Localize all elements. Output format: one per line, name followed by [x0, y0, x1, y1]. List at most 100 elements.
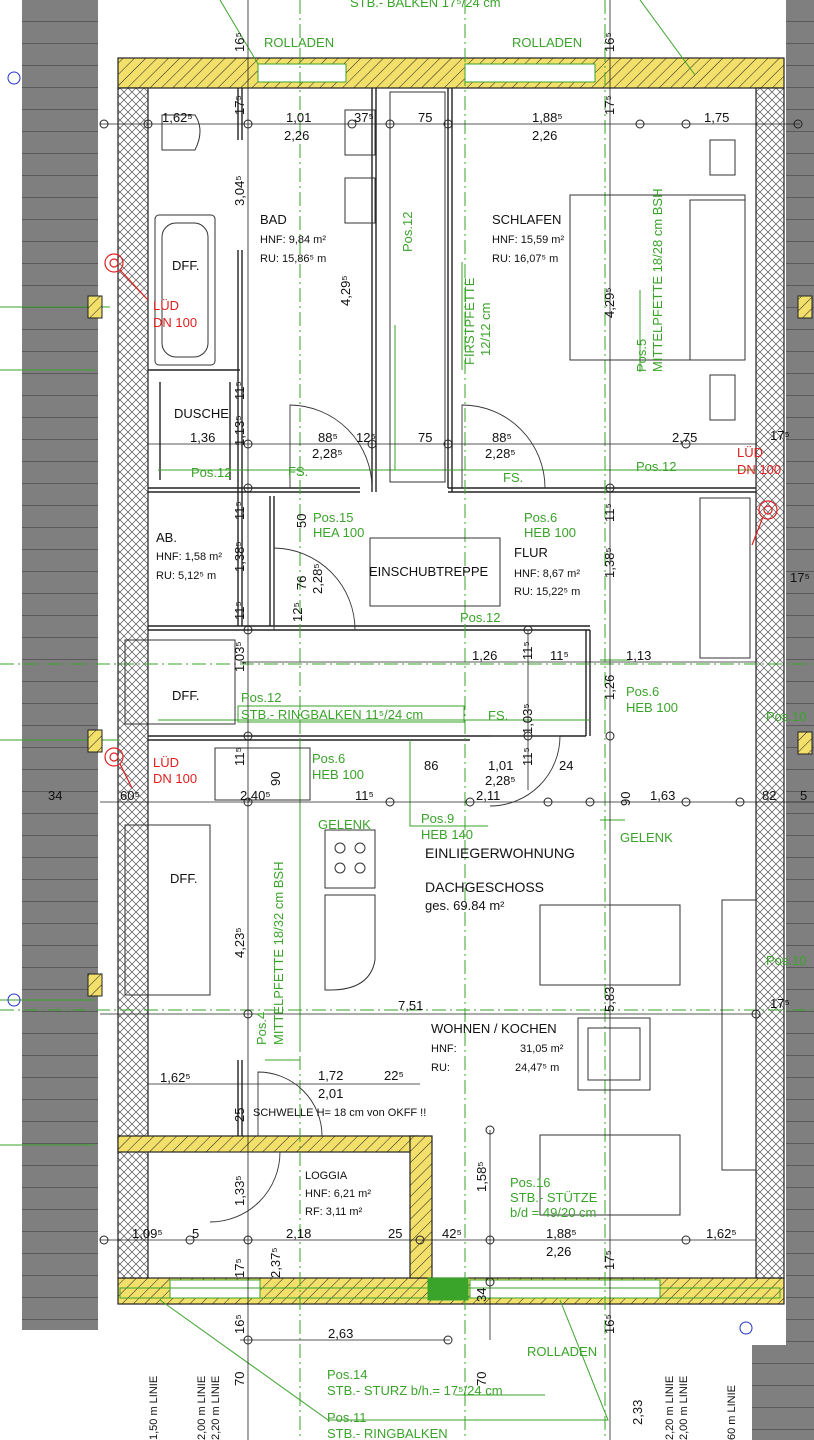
- pos12-label-4: Pos.12: [241, 690, 281, 705]
- dimension-lines: [100, 0, 814, 1440]
- attic-stair: [369, 537, 501, 607]
- room-einschubtreppe: EINSCHUBTREPPE: [369, 564, 489, 579]
- room-loggia-hnf: HNF: 6,21 m²: [305, 1188, 371, 1200]
- dimension-texts: 1,62⁵ 1,01 2,26 37⁵ 75 1,88⁵ 2,26 1,75 1…: [48, 110, 810, 1341]
- dim-v: 16⁵: [602, 32, 617, 52]
- room-wohnen-ru: 24,47⁵ m: [515, 1062, 559, 1074]
- dim: 5: [192, 1226, 199, 1241]
- note-dff-3: DFF.: [170, 871, 197, 886]
- dim-v: 1,03⁵: [232, 641, 247, 672]
- dim-v: 11⁵: [232, 601, 247, 620]
- dim-v: 2,33: [630, 1400, 645, 1425]
- vent-dn-1: DN 100: [153, 315, 197, 330]
- dim: 2,11: [476, 788, 500, 803]
- dim: 1,01: [286, 110, 311, 125]
- title-unit: EINLIEGERWOHNUNG: [425, 845, 575, 861]
- dim: 60⁵: [120, 788, 140, 803]
- dim: 1,62⁵: [706, 1226, 737, 1241]
- dim-v: 11⁵: [520, 641, 535, 660]
- dim-v: 11⁵: [520, 747, 535, 766]
- line-label-220b: 2,20 m LINIE: [664, 1376, 676, 1440]
- room-ab-name: AB.: [156, 530, 177, 545]
- windows: [169, 63, 661, 1301]
- vent-lud-2: LÜD: [737, 445, 763, 460]
- doors: [209, 404, 561, 1223]
- dim-v: 16⁵: [602, 1314, 617, 1334]
- dim: 42⁵: [442, 1226, 462, 1241]
- dim: 11⁵: [550, 648, 569, 663]
- room-ab-ru: RU: 5,12⁵ m: [156, 570, 216, 582]
- stuetze-label: STB.- STÜTZE: [510, 1190, 598, 1205]
- pos4-label: Pos.4: [254, 1012, 269, 1045]
- dim: 37⁵: [354, 110, 374, 125]
- dim-v: 1,38⁵: [602, 547, 617, 578]
- dim-v: 90: [618, 792, 633, 806]
- pos6-label-1: Pos.6: [524, 510, 557, 525]
- roof-left: [22, 0, 98, 1330]
- dim: 1,09⁵: [132, 1226, 163, 1241]
- pos11-label: Pos.11: [327, 1410, 367, 1425]
- dim-v: 16⁵: [232, 32, 247, 52]
- dim: 7,51: [398, 998, 423, 1013]
- heb100-label-3: HEB 100: [312, 767, 364, 782]
- dim: 1,75: [704, 110, 729, 125]
- room-dusche-name: DUSCHE: [174, 406, 229, 421]
- interior-walls: [148, 88, 756, 1136]
- chimney-boxes: [87, 295, 813, 997]
- dim: 82: [762, 788, 776, 803]
- room-bad-name: BAD: [260, 212, 287, 227]
- dim: 17⁵: [790, 570, 810, 585]
- dim: 2,28⁵: [485, 446, 516, 461]
- dim: 2,28⁵: [312, 446, 343, 461]
- dim-v: 2,37⁵: [268, 1247, 283, 1278]
- dim-v: 17⁵: [602, 95, 617, 115]
- dim: 2,26: [532, 128, 557, 143]
- room-schlafen-hnf: HNF: 15,59 m²: [492, 234, 564, 246]
- fixtures: [124, 91, 757, 1216]
- room-bad-hnf: HNF: 9,84 m²: [260, 234, 326, 246]
- mittelpfette1-label: MITTELPFETTE 18/28 cm BSH: [650, 189, 665, 373]
- stuetze-dim-label: b/d = 49/20 cm: [510, 1205, 596, 1220]
- dim-v: 4,29⁵: [338, 275, 353, 306]
- room-flur-hnf: HNF: 8,67 m²: [514, 568, 580, 580]
- pos16-label: Pos.16: [510, 1175, 550, 1190]
- dim: 2,28⁵: [485, 773, 516, 788]
- dim: 2,18: [286, 1226, 311, 1241]
- dimension-texts-vertical: 16⁵ 16⁵ 17⁵ 17⁵ 3,04⁵ 4,29⁵ 4,29⁵ 11⁵ 1,…: [232, 32, 645, 1425]
- vent-lud-1: LÜD: [153, 298, 179, 313]
- dim-v: 17⁵: [232, 95, 247, 115]
- dim: 1,62⁵: [162, 110, 193, 125]
- pos6-label-2: Pos.6: [626, 684, 659, 699]
- note-fs-3: FS.: [488, 708, 508, 723]
- dim: 2,26: [284, 128, 309, 143]
- dim-v: 11⁵: [232, 747, 247, 766]
- dim: 5: [800, 788, 807, 803]
- dim: 1,63: [650, 788, 675, 803]
- dim-v: 70: [232, 1372, 247, 1386]
- gelenk-label-1: GELENK: [318, 817, 371, 832]
- room-schlafen-ru: RU: 16,07⁵ m: [492, 253, 558, 265]
- dim: 12⁵: [356, 430, 376, 445]
- dim: 1,88⁵: [532, 110, 563, 125]
- rolladen-bottom-label: ROLLADEN: [527, 1344, 597, 1359]
- dim-v: 1,58⁵: [474, 1161, 489, 1192]
- dim-v: 5,83: [602, 987, 617, 1012]
- line-label-220a: 2,20 m LINIE: [210, 1376, 222, 1440]
- dim: 22⁵: [384, 1068, 404, 1083]
- dim-v: 17⁵: [232, 1258, 247, 1278]
- dimension-ticks: [99, 119, 803, 1345]
- outer-walls: [117, 57, 785, 1305]
- room-ab-hnf: HNF: 1,58 m²: [156, 551, 222, 563]
- structure-lines: [0, 0, 781, 1421]
- dim-v: 1,26: [602, 675, 617, 700]
- vent-dn-2: DN 100: [737, 462, 781, 477]
- sturz-label: STB.- STURZ b/h.= 17⁵/24 cm: [327, 1383, 503, 1398]
- line-label-150: 1,50 m LINIE: [148, 1376, 160, 1440]
- pos12-vertical: Pos.12: [400, 212, 415, 252]
- vent-symbols: [104, 253, 778, 789]
- line-label-200a: 2,00 m LINIE: [196, 1376, 208, 1440]
- dim: 1,62⁵: [160, 1070, 191, 1085]
- ringbalken2-label: STB.- RINGBALKEN: [327, 1426, 448, 1440]
